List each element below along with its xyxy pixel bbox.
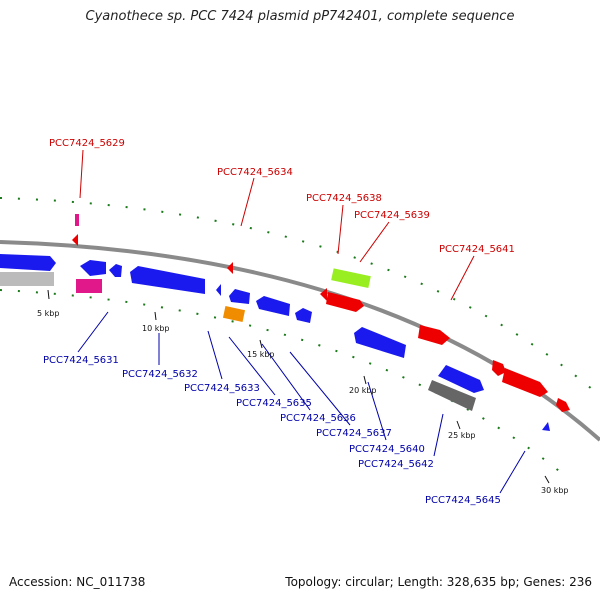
gene-5641[interactable] xyxy=(418,325,450,345)
gene-arrow[interactable] xyxy=(72,234,78,246)
gene-5631[interactable] xyxy=(76,279,102,293)
kbp-label-10: 10 kbp xyxy=(142,324,170,333)
gene-arrow[interactable] xyxy=(0,272,54,286)
leader-line xyxy=(337,204,344,255)
kbp-label-15: 15 kbp xyxy=(247,350,275,359)
gene-5638[interactable] xyxy=(331,268,371,289)
gene-label-5634[interactable]: PCC7424_5634 xyxy=(217,167,293,178)
gene-arrow[interactable] xyxy=(320,288,327,301)
gene-5640[interactable] xyxy=(354,327,406,358)
leader-line xyxy=(359,221,390,263)
leader-line xyxy=(77,311,109,353)
gene-label-5629[interactable]: PCC7424_5629 xyxy=(49,138,125,149)
leader-line xyxy=(433,413,444,457)
gene-label-5635[interactable]: PCC7424_5635 xyxy=(236,398,312,409)
gene-label-5645[interactable]: PCC7424_5645 xyxy=(425,495,501,506)
gene-orange[interactable] xyxy=(222,306,246,322)
leader-line xyxy=(367,381,387,441)
leader-line xyxy=(450,255,475,301)
topology-summary: Topology: circular; Length: 328,635 bp; … xyxy=(285,575,592,589)
gene-label-5636[interactable]: PCC7424_5636 xyxy=(280,413,356,424)
kbp-label-30: 30 kbp xyxy=(541,486,569,495)
gene-5636[interactable] xyxy=(256,296,290,316)
leader-line xyxy=(240,177,255,227)
gene-label-5633[interactable]: PCC7424_5633 xyxy=(184,383,260,394)
gene-arrow[interactable] xyxy=(492,360,506,376)
gene-label-5631[interactable]: PCC7424_5631 xyxy=(43,355,119,366)
gene-5645[interactable] xyxy=(542,422,550,431)
gene-label-5638[interactable]: PCC7424_5638 xyxy=(306,193,382,204)
gene-5633[interactable] xyxy=(216,284,221,296)
leader-line xyxy=(261,343,311,411)
gene-label-5639[interactable]: PCC7424_5639 xyxy=(354,210,430,221)
gene-arrow[interactable] xyxy=(502,368,548,397)
gene-arrow[interactable] xyxy=(0,254,56,271)
inner-tick-track xyxy=(0,289,571,481)
gene-5637[interactable] xyxy=(295,308,312,323)
gene-gray[interactable] xyxy=(428,380,476,411)
kbp-tick xyxy=(456,420,461,430)
gene-5639[interactable] xyxy=(326,292,364,312)
leader-line xyxy=(499,450,526,494)
gene-5629[interactable] xyxy=(75,214,79,226)
leader-line xyxy=(289,351,351,426)
leader-line xyxy=(79,149,84,199)
accession-text: Accession: NC_011738 xyxy=(9,575,146,589)
kbp-tick xyxy=(259,339,263,349)
gene-label-5640[interactable]: PCC7424_5640 xyxy=(349,444,425,455)
kbp-tick xyxy=(363,375,367,385)
gene-label-5642[interactable]: PCC7424_5642 xyxy=(358,459,434,470)
gene-5632[interactable] xyxy=(130,266,205,294)
gene-label-5637[interactable]: PCC7424_5637 xyxy=(316,428,392,439)
gene-label-5632[interactable]: PCC7424_5632 xyxy=(122,369,198,380)
gene-label-5641[interactable]: PCC7424_5641 xyxy=(439,244,515,255)
page-title: Cyanothece sp. PCC 7424 plasmid pP742401… xyxy=(85,9,515,24)
gene-arrow[interactable] xyxy=(556,398,570,412)
gene-arrow[interactable] xyxy=(109,264,122,277)
gene-5642[interactable] xyxy=(438,365,484,393)
gene-5634[interactable] xyxy=(227,262,233,274)
leader-line xyxy=(207,330,223,380)
kbp-tick xyxy=(154,311,157,321)
kbp-tick xyxy=(47,289,50,300)
kbp-tick xyxy=(544,475,550,484)
gene-5635[interactable] xyxy=(229,289,250,304)
kbp-label-5: 5 kbp xyxy=(37,309,59,318)
kbp-label-25: 25 kbp xyxy=(448,431,476,440)
gene-arrow[interactable] xyxy=(80,260,106,276)
leader-line xyxy=(228,336,276,396)
kbp-label-20: 20 kbp xyxy=(349,386,377,395)
